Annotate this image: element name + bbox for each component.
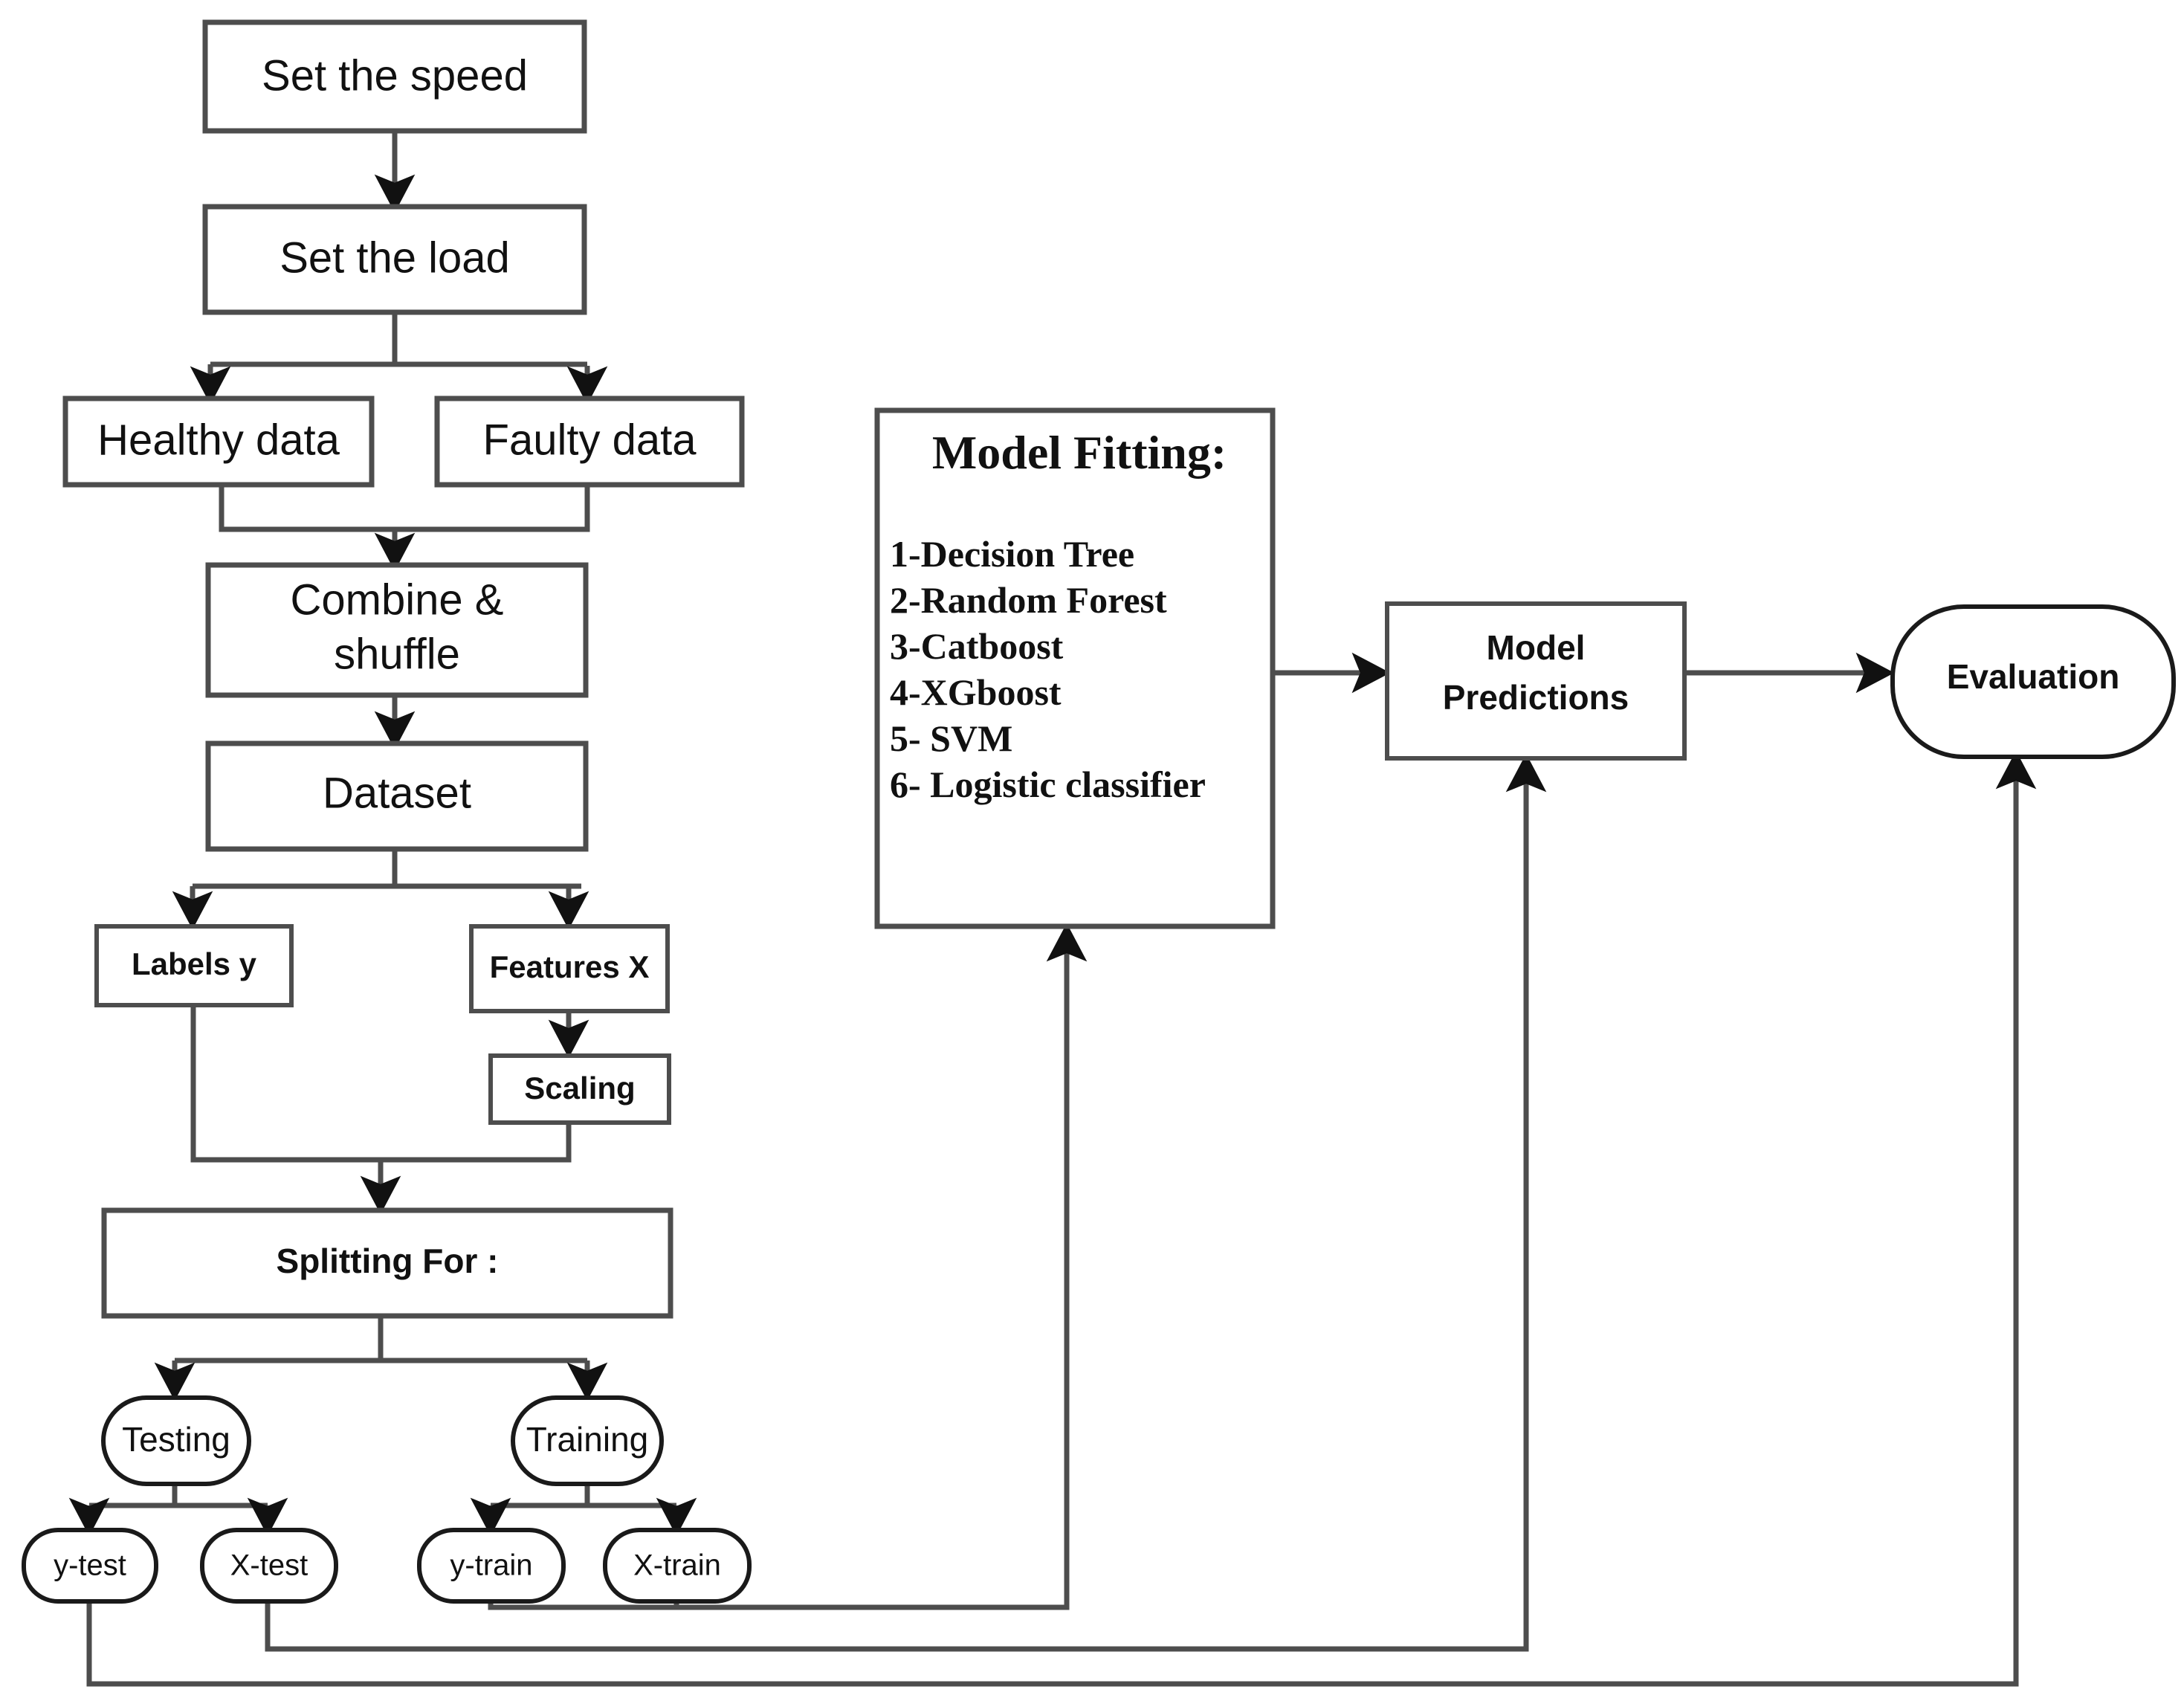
node-combine-shuffle[interactable] [205,562,589,698]
node-x-test-label: X-test [230,1549,308,1582]
node-scaling-label: Scaling [524,1071,635,1106]
model-fitting-item-2: 2-Random Forest [890,579,1167,621]
edge-data-merge [219,485,590,532]
edge-splitting-split [175,1316,587,1363]
model-fitting-item-1: 1-Decision Tree [890,533,1134,575]
node-healthy-data-label: Healthy data [97,416,340,464]
node-x-train[interactable] [603,1528,752,1604]
edge-xtest-to-predictions [265,753,1547,1652]
node-model-predictions-label-line1: Model [1487,628,1586,667]
edge-train-to-model-fitting [654,923,1088,1610]
node-evaluation[interactable] [1890,604,2176,759]
node-combine-shuffle-label-line1: Combine & [291,575,504,624]
model-fitting-item-3: 3-Catboost [890,625,1064,667]
node-faulty-data-label: Faulty data [483,416,697,464]
node-labels-y[interactable] [94,924,294,1007]
node-y-test-label: y-test [54,1549,126,1582]
node-x-train-label: X-train [633,1549,721,1582]
node-splitting-for[interactable] [101,1207,673,1319]
model-fitting-title: Model Fitting: [932,426,1227,479]
node-y-test[interactable] [22,1528,158,1604]
node-dataset[interactable] [205,740,589,852]
node-y-train-label: y-train [450,1549,532,1582]
node-testing-label: Testing [122,1420,230,1459]
node-dataset-label: Dataset [323,769,471,817]
edge-dataset-split [193,849,581,889]
edge-load-split [207,312,587,396]
model-fitting-item-4: 4-XGboost [890,671,1062,713]
node-training[interactable] [511,1395,664,1486]
node-faulty-data[interactable] [434,396,745,488]
node-combine-shuffle-label-line2: shuffle [334,630,460,678]
model-fitting-item-5: 5- SVM [890,717,1012,759]
edge-ytest-to-evaluation [86,750,2037,1687]
node-training-label: Training [526,1420,648,1459]
node-model-predictions-label-line2: Predictions [1443,678,1629,717]
node-features-x[interactable] [469,924,670,1013]
node-testing[interactable] [101,1395,251,1486]
node-set-the-speed-label: Set the speed [262,51,528,100]
node-labels-y-label: Labels y [132,946,257,981]
node-y-train[interactable] [417,1528,566,1604]
node-healthy-data[interactable] [62,396,375,488]
node-scaling[interactable] [488,1053,671,1125]
node-set-the-speed[interactable] [202,19,587,134]
node-set-the-load-label: Set the load [280,233,510,282]
node-set-the-load[interactable] [202,204,587,315]
node-splitting-for-label: Splitting For : [277,1242,499,1280]
edge-training-split [491,1483,676,1508]
node-model-predictions[interactable] [1385,601,1687,761]
model-fitting-item-6: 6- Logistic classifier [890,764,1206,805]
node-x-test[interactable] [200,1528,338,1604]
edge-testing-split [89,1483,268,1508]
node-evaluation-label: Evaluation [1947,657,2120,696]
node-features-x-label: Features X [490,949,650,984]
node-model-fitting[interactable] [874,407,1276,929]
